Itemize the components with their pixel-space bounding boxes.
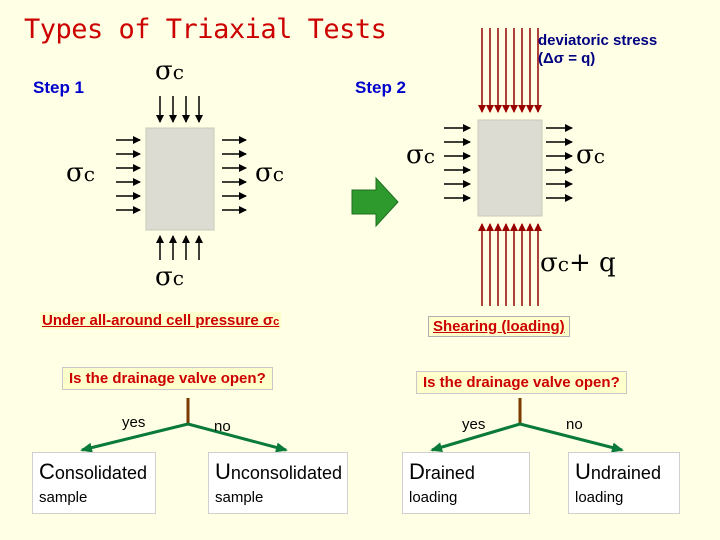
outcome-undrained: Undrained loading xyxy=(568,452,680,514)
sigma-c-bottom: σc xyxy=(155,262,184,292)
specimen-step1 xyxy=(145,127,215,231)
specimen-step2 xyxy=(477,119,543,217)
outcome-drained: Drained loading xyxy=(402,452,530,514)
q2-yes: yes xyxy=(462,416,486,433)
sigma-c-right: σc xyxy=(255,158,284,188)
cell-pressure-arrows-step2 xyxy=(444,124,573,202)
sigma-c-step2-right: σc xyxy=(576,140,605,170)
drainage-question-1: Is the drainage valve open? xyxy=(62,367,273,390)
sigma-c-top: σc xyxy=(155,56,184,86)
q2-no: no xyxy=(566,416,583,433)
step2-label: Step 2 xyxy=(355,78,407,97)
sigma-c-plus-q: σc+ q xyxy=(540,248,616,278)
sigma-c-left: σc xyxy=(66,158,95,188)
decision-tree-left xyxy=(80,398,288,453)
deviatoric-stress-label: deviatoric stress (Δσ = q) xyxy=(538,32,658,67)
deviatoric-arrows xyxy=(478,28,542,306)
decision-tree-right xyxy=(430,398,624,453)
drainage-question-2: Is the drainage valve open? xyxy=(416,371,627,394)
cell-pressure-arrows-step1 xyxy=(116,96,247,260)
phase1-label: Under all-around cell pressure σc xyxy=(40,312,282,329)
q1-yes: yes xyxy=(122,414,146,431)
outcome-unconsolidated: Unconsolidated sample xyxy=(208,452,348,514)
outcome-consolidated: Consolidated sample xyxy=(32,452,156,514)
page-title: Types of Triaxial Tests xyxy=(24,14,387,45)
q1-no: no xyxy=(214,418,231,435)
step1-label: Step 1 xyxy=(33,78,85,97)
transition-arrow xyxy=(351,176,399,228)
phase2-label: Shearing (loading) xyxy=(428,316,570,337)
sigma-c-step2-left: σc xyxy=(406,140,435,170)
